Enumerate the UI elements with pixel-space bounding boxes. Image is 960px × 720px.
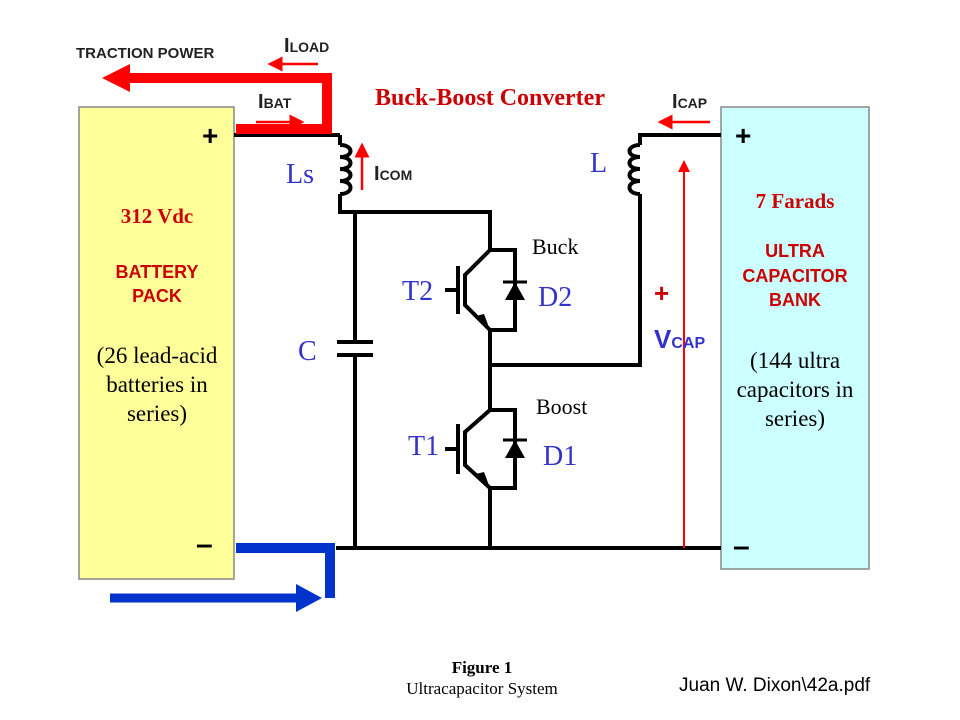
inductor-l [627,143,641,196]
inductor-l-label: L [590,148,607,179]
ultracap-desc-line1: (144 ultra [750,348,840,373]
igbt-t1-with-diode-d1 [445,408,527,490]
ultracap-plus: + [735,120,751,151]
traction-power-arrow [102,64,332,134]
figure-number: Figure 1 [452,658,513,677]
buck-label: Buck [532,234,578,259]
i-load-label: ILOAD [284,35,329,57]
t1-label: T1 [408,431,439,462]
battery-desc-line3: series) [127,401,187,426]
figure-title: Ultracapacitor System [406,679,558,698]
d1-label: D1 [543,441,577,472]
traction-power-label: TRACTION POWER [76,45,214,62]
battery-name-line2: PACK [132,286,182,306]
boost-label: Boost [536,394,587,419]
battery-name-line1: BATTERY [116,262,199,282]
ultracap-name-line1: ULTRA [765,241,825,261]
source-file: Juan W. Dixon\42a.pdf [679,675,871,696]
ultracap-desc-line2: capacitors in [737,377,854,402]
vcap-label: VCAP [654,324,705,354]
ultracap-desc-line3: series) [765,406,825,431]
converter-title: Buck-Boost Converter [375,85,605,111]
t2-label: T2 [402,276,433,307]
ultracap-capacitance: 7 Farads [756,189,835,213]
circuit-wiring [234,133,721,550]
return-current-arrow [110,543,335,612]
battery-plus: + [202,120,218,151]
ultracap-minus: – [733,530,750,563]
battery-voltage: 312 Vdc [121,204,194,228]
inductor-ls-label: Ls [286,159,314,190]
ultracapacitor-bank-box [720,106,870,570]
capacitor-c [337,340,373,357]
battery-desc-line1: (26 lead-acid [97,343,218,368]
battery-pack-box [78,106,235,580]
i-bat-label: IBAT [258,91,292,113]
d2-label: D2 [538,282,572,313]
i-com-label: ICOM [374,163,412,185]
battery-desc-line2: batteries in [106,372,208,397]
ultracap-name-line3: BANK [769,290,821,310]
i-cap-label: ICAP [672,91,707,113]
igbt-t2-with-diode-d2 [445,248,527,332]
battery-minus: – [196,528,213,561]
vcap-plus: + [654,278,669,308]
capacitor-c-label: C [298,336,317,367]
inductor-ls [339,143,353,196]
ultracap-name-line2: CAPACITOR [742,266,847,286]
